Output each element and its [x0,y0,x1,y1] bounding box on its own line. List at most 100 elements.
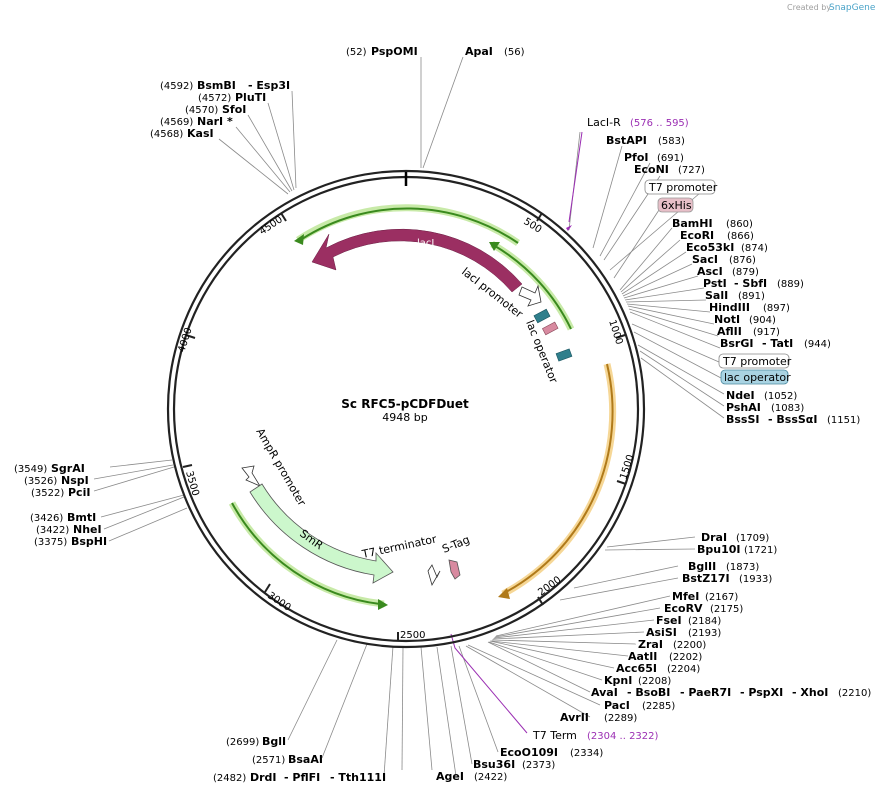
acc65i-pos: (2204) [667,664,700,675]
nhei-label: NheI [73,523,102,536]
agei-pos: (2422) [474,772,507,783]
avai-pos: (2210) [838,688,871,699]
apai-pos: (56) [504,47,525,58]
bsaai-pos: (2571) [252,755,285,766]
pfoi-pos: (691) [657,153,684,164]
bglii-pos: (1873) [726,562,759,573]
left-top-labels: (4592) BsmBI - Esp3I (4572) PluTI (4570)… [150,79,290,140]
pcii-pos: (3522) [31,488,64,499]
laci-label: lacI [417,238,434,249]
bpu10i-label: Bpu10I [697,543,741,556]
eco0109i-label: EcoO109I [500,746,558,759]
agei-label: AgeI [436,770,464,783]
plasmid-name: Sc RFC5-pCDFDuet [341,397,469,411]
psti-label: PstI [703,277,727,290]
sfoi-label: SfoI [222,103,246,116]
plasmid-length: 4948 bp [382,411,427,424]
top-labels: (52) PspOMI ApaI (56) [346,45,525,58]
bsssai-label: - BssSαI [768,413,817,426]
bglii-label: BglII [688,560,716,573]
bmti-pos: (3426) [30,513,63,524]
tick-2000: 2000 [536,575,563,599]
ndei-label: NdeI [726,389,755,402]
drdi-label: DrdI [250,771,277,784]
ampr-promoter-arrow [241,465,262,487]
zrai-pos: (2200) [673,640,706,651]
credit-text: Created by [787,3,831,12]
t7-term-label: T7 Term [532,729,577,742]
bpu10i-pos: (1721) [744,545,777,556]
pspomi-pos: (52) [346,47,367,58]
bgli-pos: (2699) [226,737,259,748]
sali-pos: (891) [738,291,765,302]
sbfi-label: - SbfI [734,277,767,290]
t7-term-range: (2304 .. 2322) [587,731,659,742]
pfoi-label: PfoI [624,151,649,164]
noti-pos: (904) [749,315,776,326]
bsssi-label: BssSI [726,413,760,426]
noti-label: NotI [714,313,740,326]
fsei-pos: (2184) [688,616,721,627]
bmti-label: BmtI [67,511,96,524]
asisi-pos: (2193) [688,628,721,639]
nspi-pos: (3526) [24,476,57,487]
drai-pos: (1709) [736,533,769,544]
esp3i-label: - Esp3I [248,79,290,92]
smr-feature [249,483,394,584]
tick-4500: 4500 [258,214,285,237]
econi-label: EcoNI [634,163,669,176]
asci-pos: (879) [732,267,759,278]
lac-operator-2 [555,348,573,362]
xhoi-label: - XhoI [792,686,828,699]
saci-pos: (876) [729,255,756,266]
sfoi-pos: (4570) [185,105,218,116]
t7-promoter-label-2: T7 promoter [722,355,792,368]
lac-operator-1 [533,308,551,324]
bottom-right-labels: DraI (1709) Bpu10I (1721) BglII (1873) B… [436,531,871,783]
bsmbi-pos: (4592) [160,81,193,92]
asisi-label: AsiSI [646,626,677,639]
t7-terminator-arrow [427,564,441,587]
bstapi-label: BstAPI [606,134,647,147]
avrii-pos: (2289) [604,713,637,724]
avai-label: AvaI [591,686,618,699]
left-labels: (3549) SgrAI (3526) NspI (3522) PciI (34… [14,462,107,548]
laci-promoter-arrow [518,284,542,307]
econi-pos: (727) [678,165,705,176]
lac-operator-box [720,369,789,385]
paci-pos: (2285) [642,701,675,712]
bsphi-pos: (3375) [34,537,67,548]
nhei-pos: (3422) [36,525,69,536]
tick-2500: 2500 [400,630,425,641]
pshai-label: PshAI [726,401,761,414]
paer7i-label: - PaeR7I [680,686,731,699]
tick-4000: 4000 [176,326,194,354]
hindiii-pos: (897) [763,303,790,314]
his6-box [657,197,694,213]
t7-promoter-label-1: T7 promoter [648,181,718,194]
sali-label: SalI [705,289,728,302]
bsssi-pos: (1151) [827,415,860,426]
nari-label: NarI * [197,115,233,128]
fsei-label: FseI [656,614,682,627]
ndei-pos: (1052) [764,391,797,402]
his6-label: 6xHis [661,199,692,212]
t7-promoter-box-1 [644,179,716,195]
lac-operator-box-label: lac operator [724,371,791,384]
asci-label: AscI [697,265,723,278]
laci-r-label: LacI-R [587,116,621,129]
psti-pos: (889) [777,279,804,290]
leader-lines [93,56,725,777]
green-arc-right [490,240,575,331]
drai-label: DraI [701,531,727,544]
bsu36i-label: Bsu36I [473,758,515,771]
snapgene-brand: SnapGene [829,3,876,13]
laci-r-range: (576 .. 595) [630,118,689,129]
bgli-label: BglI [262,735,286,748]
bsobi-label: - BsoBI [627,686,670,699]
bsu36i-pos: (2373) [522,760,555,771]
pflfi-label: - PflFI [284,771,320,784]
tati-label: - TatI [762,337,793,350]
eco53ki-label: Eco53kI [686,241,734,254]
